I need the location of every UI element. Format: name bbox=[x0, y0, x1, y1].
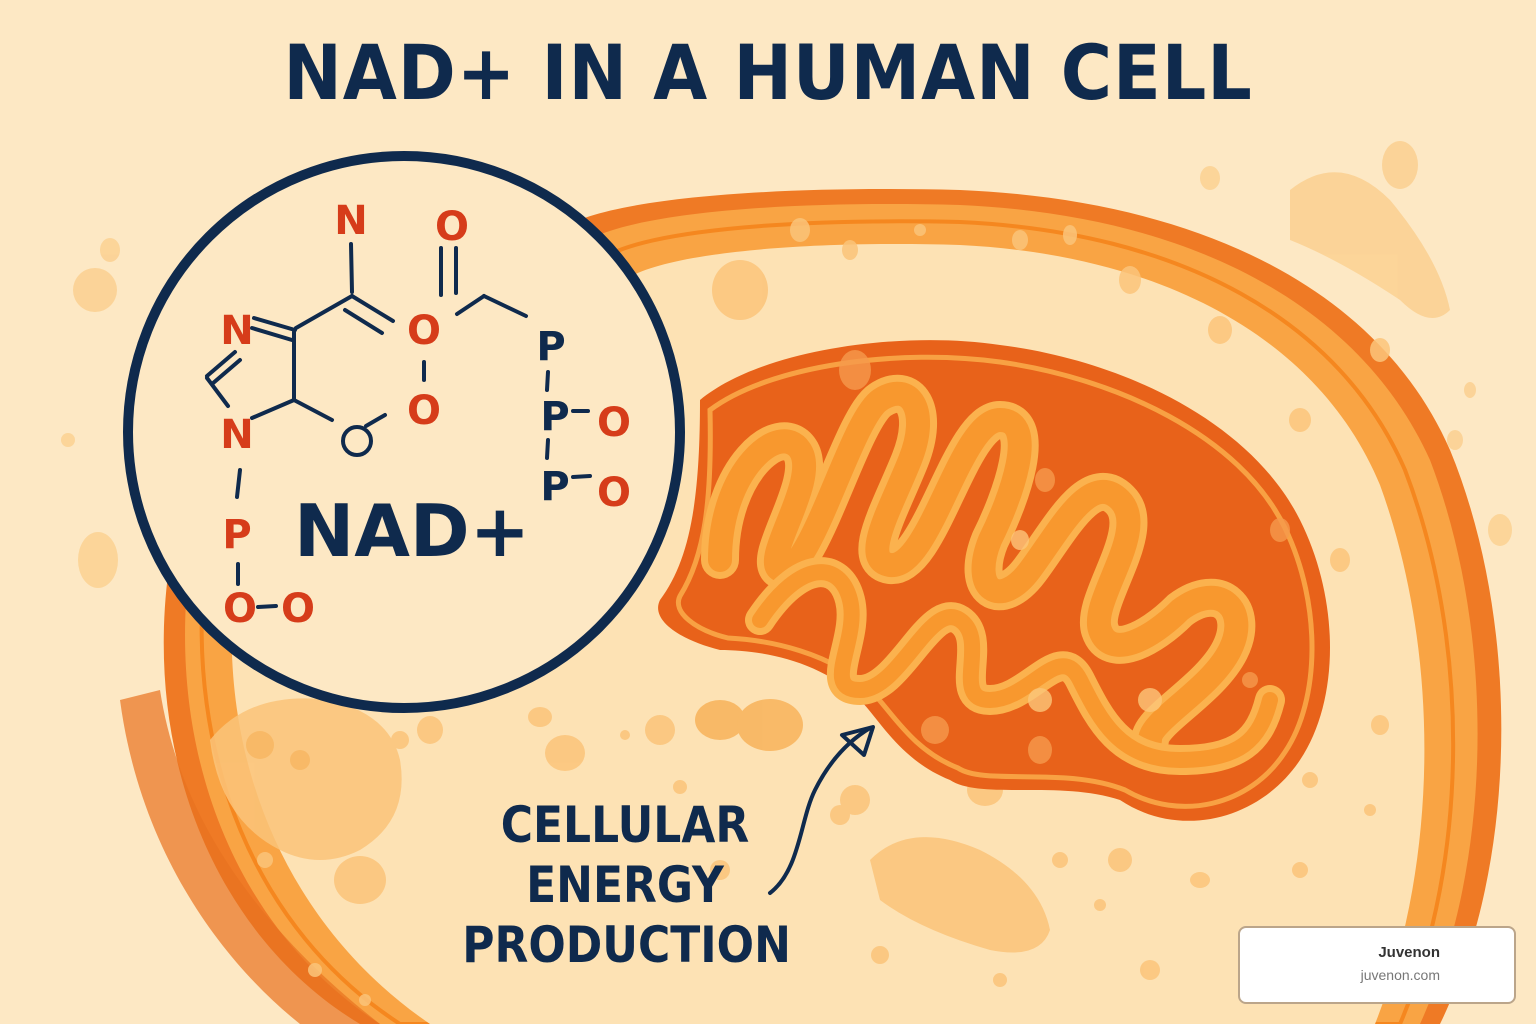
atom-o-mid-2: O bbox=[407, 388, 441, 434]
atom-p-left: P bbox=[222, 512, 251, 558]
cytoplasm-organelles bbox=[210, 218, 1390, 1006]
atom-p-right-1: P bbox=[536, 324, 565, 370]
watermark-name: Juvenon bbox=[1378, 944, 1440, 961]
atom-o-bottom-1: O bbox=[223, 586, 257, 632]
atom-p-right-3: P bbox=[540, 464, 569, 510]
atom-p-right-2: P bbox=[540, 394, 569, 440]
caption: CELLULAR ENERGY PRODUCTION bbox=[462, 795, 791, 975]
atom-n-top: N bbox=[334, 198, 367, 244]
mitochondrion bbox=[658, 340, 1330, 821]
molecule-bonds bbox=[205, 242, 592, 609]
atom-o-bottom-2: O bbox=[281, 586, 315, 632]
caption-line-3: PRODUCTION bbox=[462, 916, 791, 974]
nad-molecule-callout: N N N O O O P O O O O P P P NAD+ bbox=[123, 151, 685, 713]
atom-n-ring-bottom: N bbox=[220, 412, 253, 458]
atom-o-top-right: O bbox=[435, 204, 469, 250]
caption-line-2: ENERGY bbox=[526, 856, 724, 914]
watermark-url: juvenon.com bbox=[1360, 967, 1440, 983]
atom-o-mid-1: O bbox=[407, 308, 441, 354]
atom-o-right-2: O bbox=[597, 470, 631, 516]
atom-o-right-1: O bbox=[597, 400, 631, 446]
pointer-arrow bbox=[768, 725, 875, 895]
molecule-label: NAD+ bbox=[294, 489, 530, 573]
page-title: NAD+ IN A HUMAN CELL bbox=[283, 28, 1253, 117]
atom-n-ring-top: N bbox=[220, 308, 253, 354]
caption-line-1: CELLULAR bbox=[500, 796, 750, 854]
watermark-badge: Juvenon juvenon.com bbox=[1238, 926, 1516, 1004]
